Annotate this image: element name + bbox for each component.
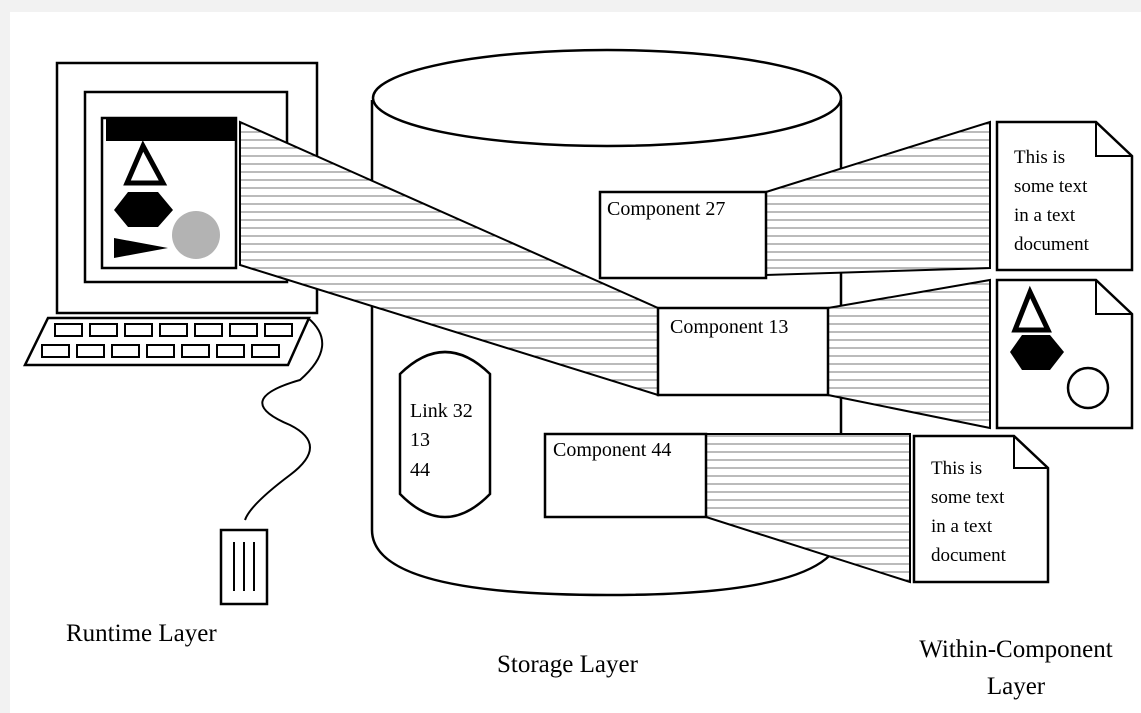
- text-document-bottom: This is some text in a text document: [914, 436, 1048, 582]
- window-titlebar: [106, 119, 235, 141]
- doc-bottom-line2: some text: [931, 487, 1005, 508]
- component-27-label: Component 27: [607, 198, 725, 220]
- keyboard-key: [90, 324, 117, 336]
- runtime-layer-label: Runtime Layer: [66, 620, 217, 647]
- circle-shape-icon: [172, 211, 220, 259]
- component-44-label: Component 44: [553, 439, 671, 461]
- image-document: [997, 280, 1132, 428]
- keyboard-key: [77, 345, 104, 357]
- keyboard: [25, 318, 309, 365]
- projection-beam-13: [828, 280, 990, 428]
- keyboard-key: [112, 345, 139, 357]
- keyboard-key: [42, 345, 69, 357]
- doc-top-line1: This is: [1014, 147, 1065, 168]
- storage-layer-label: Storage Layer: [497, 651, 639, 678]
- link-label-line2: 13: [410, 429, 430, 451]
- keyboard-key: [182, 345, 209, 357]
- doc-top-line3: in a text: [1014, 205, 1076, 226]
- keyboard-key: [230, 324, 257, 336]
- component-27-box: Component 27: [600, 192, 766, 278]
- doc-circle-icon: [1068, 368, 1108, 408]
- doc-top-line2: some text: [1014, 176, 1088, 197]
- doc-bottom-line4: document: [931, 545, 1007, 566]
- keyboard-key: [125, 324, 152, 336]
- link-label-line1: Link 32: [410, 400, 473, 422]
- keyboard-key: [160, 324, 187, 336]
- keyboard-key: [217, 345, 244, 357]
- keyboard-key: [147, 345, 174, 357]
- text-document-top: This is some text in a text document: [997, 122, 1132, 270]
- component-13-label: Component 13: [670, 316, 788, 338]
- link-label-line3: 44: [410, 459, 430, 481]
- within-component-layer-label-line1: Within-Component: [919, 636, 1112, 663]
- doc-top-line4: document: [1014, 234, 1090, 255]
- within-component-layer-label-line2: Layer: [987, 673, 1046, 700]
- keyboard-key: [55, 324, 82, 336]
- component-44-box: Component 44: [545, 434, 706, 517]
- keyboard-key: [265, 324, 292, 336]
- component-13-box: Component 13: [658, 308, 828, 395]
- keyboard-key: [195, 324, 222, 336]
- keyboard-key: [252, 345, 279, 357]
- mouse-device: [221, 530, 267, 604]
- link-capsule: Link 32 13 44: [400, 352, 490, 517]
- doc-bottom-line3: in a text: [931, 516, 993, 537]
- doc-bottom-line1: This is: [931, 458, 982, 479]
